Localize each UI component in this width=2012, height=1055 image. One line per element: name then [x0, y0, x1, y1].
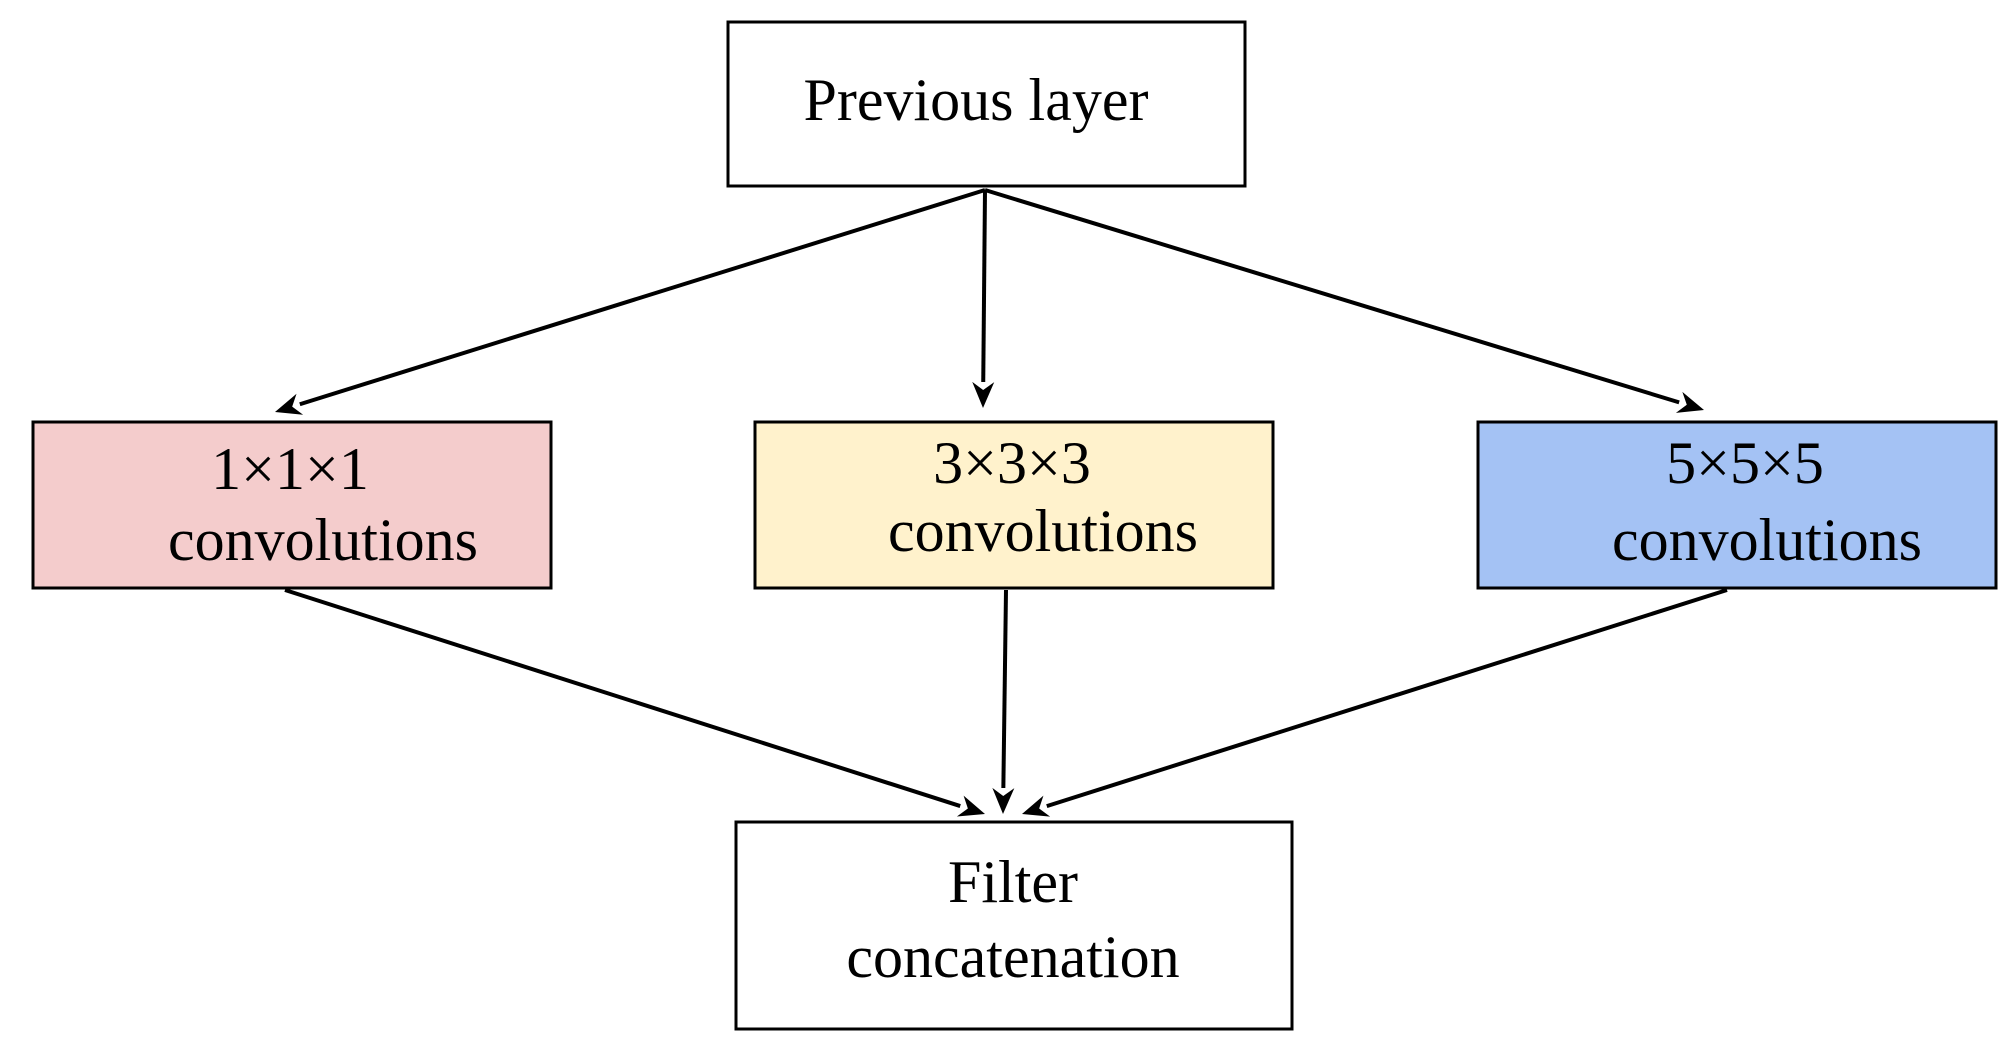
- edges-group: [275, 188, 1728, 817]
- filter-concatenation-label-line2: concatenation: [846, 924, 1179, 990]
- edge-conv1-to-filter_concat-arrowhead: [956, 795, 985, 817]
- edge-conv5-to-filter_concat-arrowhead: [1022, 795, 1051, 817]
- conv3-label-line2: convolutions: [888, 498, 1198, 564]
- edge-conv5-to-filter_concat-line: [1046, 588, 1728, 809]
- edge-previous_layer-to-conv1-line: [299, 188, 986, 407]
- filter-concatenation-box: [734, 820, 1294, 1031]
- conv5-box: [1476, 420, 1998, 590]
- conv5-label-line2: convolutions: [1612, 507, 1922, 573]
- previous-layer-box: [726, 20, 1247, 188]
- previous-layer-node: Previous layer: [726, 20, 1247, 188]
- conv5-label-line1: 5×5×5: [1666, 430, 1824, 496]
- edge-previous_layer-to-conv5-arrowhead: [1675, 391, 1704, 413]
- filter-concatenation-label-line1: Filter: [948, 849, 1078, 915]
- edge-previous_layer-to-conv1-arrowhead: [275, 393, 304, 415]
- edge-conv3-to-filter_concat-arrowhead: [992, 787, 1015, 814]
- conv1-box: [31, 420, 553, 590]
- conv1-label-line1: 1×1×1: [211, 436, 369, 502]
- conv5-node: 5×5×5 convolutions: [1476, 420, 1998, 590]
- conv3-label-line1: 3×3×3: [933, 430, 1091, 496]
- edge-conv3-to-filter_concat-line: [1001, 589, 1008, 789]
- filter-concatenation-node: Filter concatenation: [734, 820, 1294, 1031]
- edge-conv1-to-filter_concat-line: [284, 588, 961, 808]
- edge-previous_layer-to-conv5-line: [984, 188, 1680, 405]
- conv1-node: 1×1×1 convolutions: [31, 420, 553, 590]
- edge-previous_layer-to-conv3-line: [981, 189, 987, 383]
- edge-previous_layer-to-conv3-arrowhead: [972, 381, 995, 408]
- previous-layer-label: Previous layer: [804, 67, 1149, 133]
- conv3-box: [753, 420, 1275, 590]
- conv3-node: 3×3×3 convolutions: [753, 420, 1275, 590]
- conv1-label-line2: convolutions: [168, 507, 478, 573]
